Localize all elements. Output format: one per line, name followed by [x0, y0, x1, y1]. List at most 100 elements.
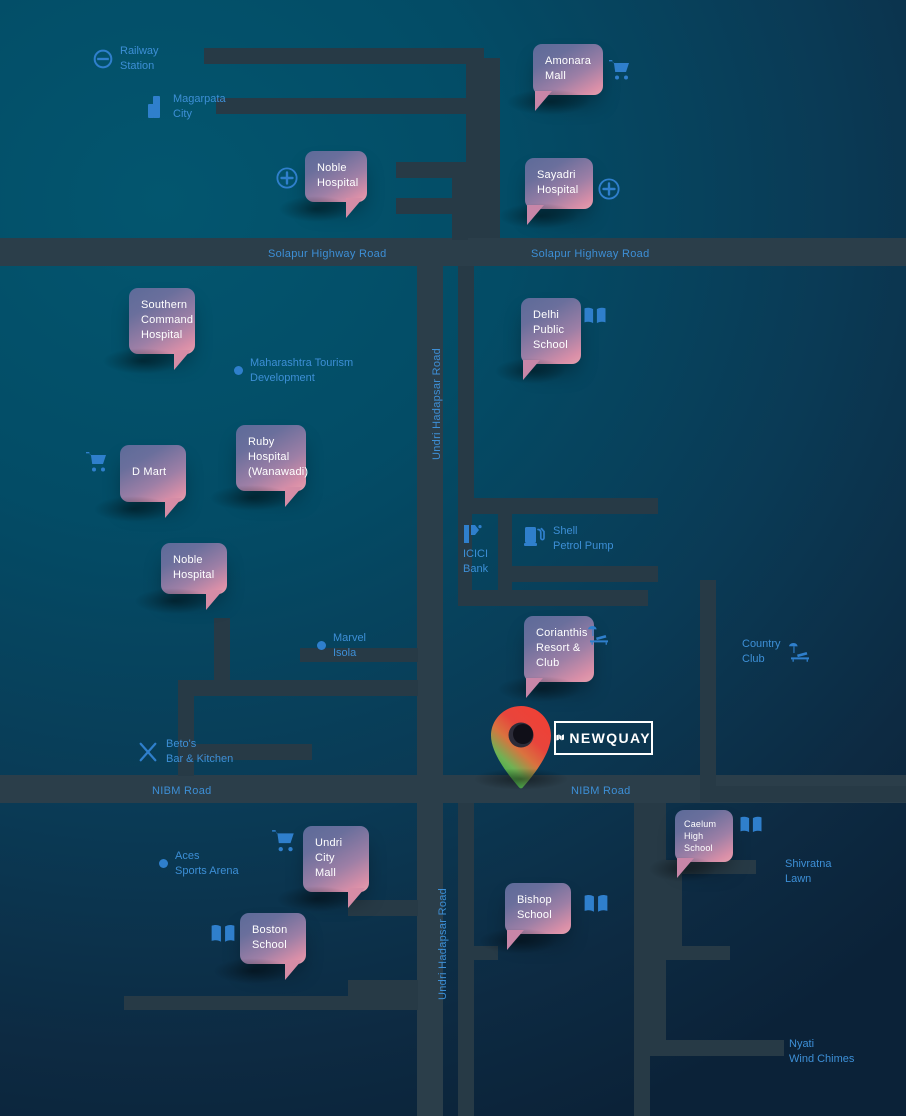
road-segment	[458, 590, 648, 606]
road-segment	[650, 1040, 784, 1056]
road-segment	[124, 996, 418, 1010]
poi-label: Shivratna Lawn	[785, 858, 832, 885]
road-segment	[214, 618, 230, 696]
poi-label: ICICI Bank	[463, 548, 489, 575]
road-label-nibm-west: NIBM Road	[152, 785, 212, 797]
callout-bishop-school[interactable]: Bishop School	[479, 883, 571, 954]
poi-label: Marvel Isola	[333, 632, 367, 659]
poi-label: Shell Petrol Pump	[553, 525, 614, 552]
callout-label: Noble Hospital	[317, 162, 359, 189]
open-book-icon	[584, 895, 608, 912]
poi-label: Beto's Bar & Kitchen	[166, 738, 234, 765]
callout-label: Ruby Hospital (Wanawadi)	[248, 436, 309, 478]
poi-label: Aces Sports Arena	[175, 850, 239, 877]
road-segment	[700, 580, 716, 802]
road-segment	[666, 946, 730, 960]
callout-label: Corianthis Resort & Club	[536, 627, 588, 669]
dot-icon	[159, 859, 168, 869]
callout-label: Amonara Mall	[545, 55, 592, 82]
callout-label: Boston School	[252, 924, 288, 951]
callout-amonara-mall[interactable]: Amonara Mall	[507, 44, 603, 115]
open-book-icon	[211, 925, 235, 942]
callout-d-mart[interactable]: D Mart	[94, 445, 186, 522]
road-segment	[348, 980, 418, 996]
newquay-logo[interactable]: NEWQUAY	[554, 721, 653, 755]
cutlery-icon	[139, 742, 157, 762]
open-book-icon	[740, 816, 762, 833]
poi-label: Country Club	[742, 638, 781, 665]
road-segment	[458, 266, 474, 506]
beach-lounger-icon	[788, 642, 809, 662]
road-label-undri-upper: Undri Hadapsar Road	[431, 347, 443, 460]
callout-boston-school[interactable]: Boston School	[214, 913, 306, 984]
bank-icon	[464, 525, 482, 543]
road-segment	[178, 680, 418, 696]
road-segment	[396, 198, 468, 214]
poi-country-club[interactable]: Country Club	[742, 637, 812, 667]
poi-shell-petrol-pump[interactable]: Shell Petrol Pump	[524, 524, 614, 554]
poi-betos-bar-kitchen[interactable]: Beto's Bar & Kitchen	[137, 737, 233, 767]
poi-marvel-isola[interactable]: Marvel Isola	[317, 631, 366, 661]
callout-delhi-public-school[interactable]: Delhi Public School	[495, 298, 581, 384]
callout-label: Undri City Mall	[315, 837, 343, 879]
poi-railway-station[interactable]: Railway Station	[93, 44, 159, 74]
road-segment	[666, 860, 682, 960]
poi-magarpata-city[interactable]: Magarpata City	[148, 92, 226, 122]
road-undri-hadapsar	[417, 266, 443, 1116]
callout-label: D Mart	[132, 466, 167, 478]
road-segment	[300, 648, 418, 662]
poi-label: Magarpata City	[173, 93, 226, 120]
road-segment	[396, 162, 468, 178]
road-segment	[466, 48, 484, 238]
road-label-undri-lower: Undri Hadapsar Road	[437, 887, 449, 1000]
road-segment	[650, 803, 666, 1053]
poi-label: Maharashtra Tourism Development	[250, 357, 354, 384]
callout-caelum-high-school[interactable]: Caelum High School	[649, 810, 733, 883]
shopping-cart-icon	[609, 60, 629, 80]
callout-noble-hospital-south[interactable]: Noble Hospital	[135, 543, 227, 614]
callout-label: Southern Command Hospital	[141, 299, 194, 341]
callout-label: Caelum High School	[684, 819, 717, 854]
road-segment	[204, 48, 482, 64]
open-book-icon	[584, 307, 606, 324]
shopping-cart-icon	[86, 452, 106, 472]
road-label-nibm-east: NIBM Road	[571, 785, 631, 797]
callout-corianthis-resort[interactable]: Corianthis Resort & Club	[498, 616, 594, 702]
callout-label: Delhi Public School	[533, 309, 568, 351]
poi-label: Railway Station	[120, 45, 159, 72]
road-segment	[682, 860, 756, 874]
poi-label: Nyati Wind Chimes	[789, 1038, 855, 1065]
road-segment	[348, 900, 418, 916]
hospital-plus-icon	[598, 178, 620, 200]
main-location-pin[interactable]	[473, 706, 569, 790]
dot-icon	[234, 366, 243, 376]
poi-nyati-wind-chimes[interactable]: Nyati Wind Chimes	[789, 1037, 854, 1067]
poi-icici-bank[interactable]: ICICI Bank	[463, 524, 488, 577]
road-segment	[716, 786, 906, 802]
callout-label: Noble Hospital	[173, 554, 215, 581]
road-segment	[634, 803, 650, 1116]
callout-label: Bishop School	[517, 894, 552, 921]
pin-shadow	[473, 768, 569, 790]
road-segment	[452, 162, 468, 240]
poi-aces-sports-arena[interactable]: Aces Sports Arena	[159, 849, 239, 879]
road-label-solapur-west: Solapur Highway Road	[268, 248, 387, 260]
poi-maharashtra-tourism[interactable]: Maharashtra Tourism Development	[234, 356, 353, 386]
logo-wordmark: NEWQUAY	[569, 730, 651, 746]
callout-ruby-hospital[interactable]: Ruby Hospital (Wanawadi)	[210, 425, 309, 511]
road-segment	[458, 498, 658, 514]
poi-shivratna-lawn[interactable]: Shivratna Lawn	[785, 857, 831, 887]
newquay-flag-monogram	[556, 734, 564, 741]
callout-southern-command-hospital[interactable]: Southern Command Hospital	[103, 288, 195, 374]
building-icon	[148, 95, 160, 118]
dot-icon	[317, 641, 326, 651]
road-solapur-highway	[0, 238, 906, 266]
callout-sayadri-hospital[interactable]: Sayadri Hospital	[499, 158, 593, 229]
road-segment	[458, 946, 498, 960]
hospital-plus-icon	[276, 167, 298, 189]
callout-noble-hospital-north[interactable]: Noble Hospital	[279, 151, 367, 222]
callout-label: Sayadri Hospital	[537, 169, 579, 196]
callout-undri-city-mall[interactable]: Undri City Mall	[277, 826, 369, 912]
beach-lounger-icon	[588, 626, 608, 645]
